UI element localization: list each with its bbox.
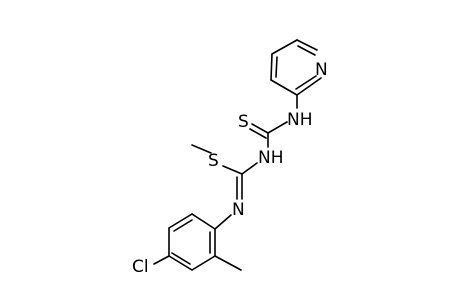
bond-pyr-2 — [296, 39, 318, 51]
bond-aryl-6 — [191, 213, 216, 230]
bond-methyl-s — [191, 144, 212, 154]
atom-methyl-s: S — [208, 151, 219, 171]
atom-pyridine-n: N — [315, 60, 328, 80]
atom-imine-n: N — [232, 200, 245, 220]
bonds — [153, 39, 322, 271]
bond-pyr-3 — [296, 77, 322, 96]
bond-cs-double-2 — [249, 128, 267, 139]
bond-aryl-3 — [168, 255, 193, 271]
bond-pyr-inner-3 — [295, 75, 317, 90]
atom-thione-s: S — [238, 112, 249, 132]
bond-aryl-2 — [191, 255, 216, 271]
atom-chloro: Cl — [132, 257, 149, 277]
bond-aryl-inner-2 — [171, 252, 191, 265]
bond-pyr-4 — [270, 79, 298, 96]
bond-pyr-inner-1 — [297, 45, 316, 56]
bond-aryl-5 — [168, 213, 193, 229]
bond-aryl-cl — [153, 255, 170, 265]
bond-aryl-inner-3 — [173, 219, 193, 232]
bond-nhmid-camid — [241, 162, 258, 175]
bond-pyr-1 — [271, 39, 298, 55]
bond-n-aryl — [214, 214, 232, 230]
atom-nh-top: NH — [287, 110, 313, 130]
bond-smethyl-camid — [222, 165, 243, 175]
bond-aryl-methyl — [214, 255, 242, 271]
bond-cs-double-1 — [251, 123, 269, 134]
atom-nh-mid: NH — [258, 148, 284, 168]
atom-labels: N NH S NH S N Cl — [132, 60, 328, 277]
bond-pyr-5 — [270, 53, 273, 81]
bond-pyr-inner-2 — [275, 56, 278, 78]
bond-nh-cs — [267, 121, 288, 134]
